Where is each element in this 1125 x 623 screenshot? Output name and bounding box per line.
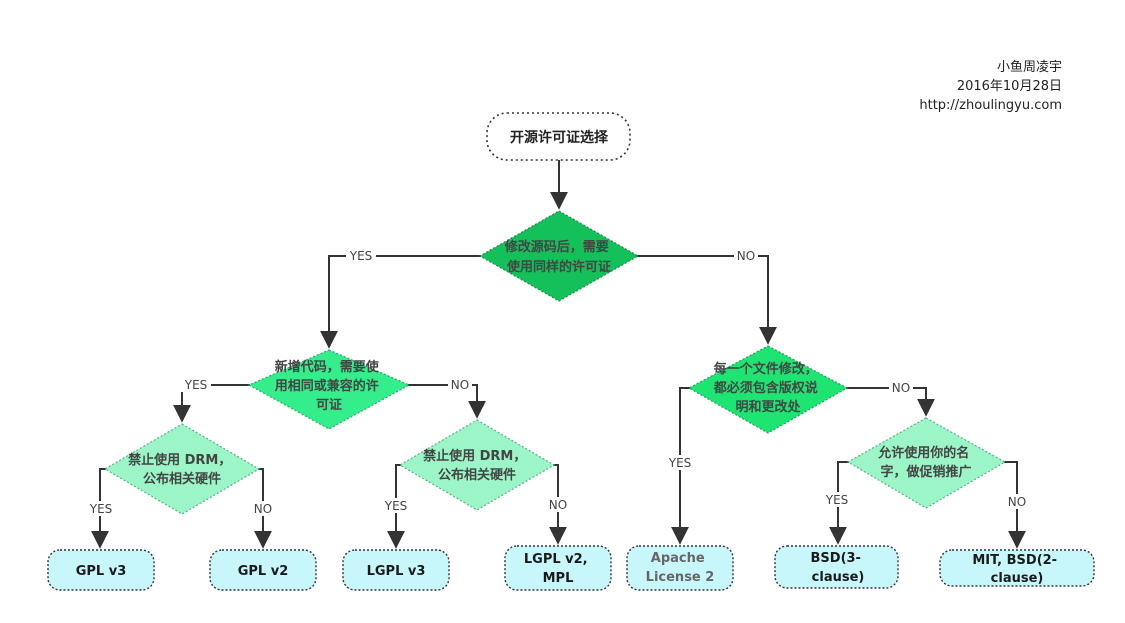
d3-line-2: 都必须包含版权说 bbox=[713, 380, 818, 396]
edge-d1-d3 bbox=[637, 255, 777, 345]
svg-text:禁止使用 DRM， 公布相关硬件: 禁止使用 DRM， 公布相关硬件 bbox=[128, 452, 236, 487]
gplv2-label: GPL v2 bbox=[238, 564, 289, 579]
edge-d2-d5 bbox=[408, 384, 486, 419]
d4-line-2: 公布相关硬件 bbox=[143, 471, 221, 487]
svg-text:LGPL v2, MPL: LGPL v2, MPL bbox=[524, 552, 592, 586]
edge-label-yes: YES bbox=[346, 248, 376, 263]
d2-line-3: 可证 bbox=[316, 398, 342, 413]
d6-line-2: 字，做促销推广 bbox=[880, 464, 971, 480]
decision-d4: 禁止使用 DRM， 公布相关硬件 bbox=[103, 423, 261, 515]
svg-text:MIT, BSD(2- clause): MIT, BSD(2- clause) bbox=[972, 553, 1061, 586]
license-lgplv2-mpl: LGPL v2, MPL bbox=[504, 545, 612, 591]
svg-text:BSD(3- clause): BSD(3- clause) bbox=[811, 551, 866, 585]
d4-line-1: 禁止使用 DRM， bbox=[128, 452, 231, 468]
apache-line-1: Apache bbox=[651, 551, 705, 566]
svg-text:新增代码，需要使 用相同或兼容的许: 新增代码，需要使 用相同或兼容的许 可证 bbox=[274, 359, 384, 413]
gplv3-label: GPL v3 bbox=[76, 564, 127, 579]
d1-line-1: 修改源码后，需要 bbox=[504, 239, 609, 255]
edge-d6-bsd3 bbox=[829, 461, 849, 545]
svg-text:NO: NO bbox=[451, 378, 469, 392]
mit-line-2: clause) bbox=[991, 571, 1044, 586]
edge-label-yes: YES bbox=[86, 501, 116, 516]
svg-text:NO: NO bbox=[737, 249, 755, 263]
decision-d2: 新增代码，需要使 用相同或兼容的许 可证 bbox=[247, 349, 411, 430]
edge-d5-lgplv3 bbox=[387, 464, 405, 549]
svg-text:禁止使用 DRM， 公布相关硬件: 禁止使用 DRM， 公布相关硬件 bbox=[423, 448, 531, 483]
edge-labels: YES NO YES NO YES NO YES NO bbox=[86, 248, 1029, 516]
svg-text:YES: YES bbox=[89, 502, 113, 516]
author-url: http://zhoulingyu.com bbox=[919, 98, 1062, 113]
edge-label-no: NO bbox=[448, 377, 472, 392]
mit-line-1: MIT, BSD(2- bbox=[972, 553, 1057, 568]
svg-text:YES: YES bbox=[668, 456, 692, 470]
license-mit-bsd2: MIT, BSD(2- clause) bbox=[939, 549, 1095, 587]
license-lgplv3: LGPL v3 bbox=[342, 549, 450, 591]
bsd3-line-1: BSD(3- bbox=[811, 551, 861, 566]
lgplv2-line-1: LGPL v2, bbox=[524, 552, 588, 567]
license-gplv3: GPL v3 bbox=[47, 549, 155, 591]
d3-line-1: 每一个文件修改， bbox=[714, 361, 818, 377]
edge-label-yes: YES bbox=[381, 498, 411, 513]
author-block: 小鱼周凌宇 2016年10月28日 http://zhoulingyu.com bbox=[919, 58, 1062, 115]
svg-text:NO: NO bbox=[549, 498, 567, 512]
svg-text:YES: YES bbox=[825, 493, 849, 507]
decision-d6: 允许使用你的名 字，做促销推广 bbox=[846, 417, 1007, 509]
edge-label-no: NO bbox=[889, 380, 913, 395]
edge-d4-gplv3 bbox=[91, 468, 109, 549]
edge-d6-mit bbox=[1004, 461, 1026, 549]
svg-text:修改源码后，需要 使用同样的许可证: 修改源码后，需要 使用同样的许可证 bbox=[504, 239, 614, 275]
start-node: 开源许可证选择 bbox=[486, 112, 631, 161]
d5-line-1: 禁止使用 DRM， bbox=[423, 448, 526, 464]
svg-text:YES: YES bbox=[184, 378, 208, 392]
license-apache-2: Apache License 2 bbox=[626, 545, 734, 591]
d1-line-2: 使用同样的许可证 bbox=[506, 259, 611, 275]
edge-label-no: NO bbox=[251, 501, 275, 516]
svg-text:YES: YES bbox=[349, 249, 373, 263]
license-gplv2: GPL v2 bbox=[209, 549, 317, 591]
lgplv2-line-2: MPL bbox=[543, 571, 574, 586]
lgplv3-label: LGPL v3 bbox=[367, 564, 426, 579]
edge-label-no: NO bbox=[546, 497, 570, 512]
d2-line-1: 新增代码，需要使 bbox=[275, 359, 380, 375]
edge-label-yes: YES bbox=[665, 455, 695, 470]
d5-line-2: 公布相关硬件 bbox=[438, 467, 516, 483]
start-label: 开源许可证选择 bbox=[510, 129, 609, 146]
d6-line-1: 允许使用你的名 bbox=[877, 445, 969, 461]
svg-text:NO: NO bbox=[1008, 495, 1026, 509]
svg-text:YES: YES bbox=[384, 499, 408, 513]
svg-text:NO: NO bbox=[892, 381, 910, 395]
decision-d3: 每一个文件修改， 都必须包含版权说 明和更改处 bbox=[687, 345, 849, 434]
author-date: 2016年10月28日 bbox=[956, 79, 1062, 94]
edge-d3-d6 bbox=[846, 387, 935, 417]
svg-text:NO: NO bbox=[254, 502, 272, 516]
bsd3-line-2: clause) bbox=[812, 570, 865, 585]
d2-line-2: 用相同或兼容的许 bbox=[274, 378, 379, 394]
decision-d1: 修改源码后，需要 使用同样的许可证 bbox=[478, 210, 640, 302]
apache-line-2: License 2 bbox=[646, 570, 715, 585]
author-name: 小鱼周凌宇 bbox=[996, 60, 1062, 75]
svg-text:Apache License 2: Apache License 2 bbox=[646, 551, 715, 585]
svg-text:每一个文件修改， 都必须包含版权说: 每一个文件修改， 都必须包含版权说 明和更改处 bbox=[713, 361, 823, 415]
decision-d5: 禁止使用 DRM， 公布相关硬件 bbox=[398, 419, 556, 511]
svg-text:允许使用你的名 字，做促销推广: 允许使用你的名 字，做促销推广 bbox=[877, 445, 974, 480]
license-bsd3: BSD(3- clause) bbox=[774, 545, 899, 589]
edge-d3-apache bbox=[671, 387, 690, 545]
edge-label-yes: YES bbox=[822, 492, 852, 507]
edge-d1-d2 bbox=[320, 255, 481, 349]
edge-label-no: NO bbox=[1005, 494, 1029, 509]
edge-label-yes: YES bbox=[181, 377, 211, 392]
d3-line-3: 明和更改处 bbox=[735, 399, 801, 415]
edge-label-no: NO bbox=[734, 248, 758, 263]
